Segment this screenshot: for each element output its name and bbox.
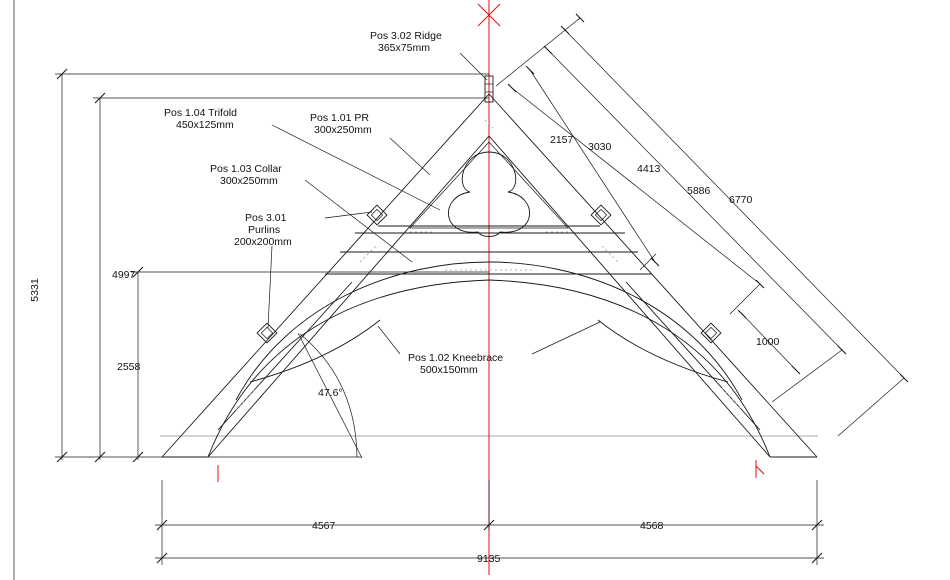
svg-text:300x250mm: 300x250mm — [220, 175, 278, 187]
dim-4413: 4413 — [637, 163, 661, 175]
label-ridge: Pos 3.02 Ridge 365x75mm — [370, 30, 442, 54]
svg-text:Purlins: Purlins — [248, 224, 280, 236]
dim-5331: 5331 — [29, 278, 41, 302]
dim-4997: 4997 — [112, 269, 136, 281]
angle-marker — [162, 332, 363, 459]
ridge-piece — [484, 75, 494, 103]
label-collar: Pos 1.03 Collar 300x250mm — [210, 163, 282, 187]
left-dimensions — [55, 68, 489, 463]
svg-text:Pos 3.01: Pos 3.01 — [245, 212, 287, 224]
label-trifold: Pos 1.04 Trifold 450x125mm — [164, 107, 237, 131]
bottom-dimensions — [155, 480, 824, 565]
dim-4568: 4568 — [640, 520, 664, 532]
centerline — [477, 0, 501, 575]
rafter-dimensions — [495, 13, 909, 437]
dim-4567: 4567 — [312, 520, 336, 532]
svg-text:200x200mm: 200x200mm — [234, 236, 292, 248]
dim-2558: 2558 — [117, 361, 141, 373]
dim-1000: 1000 — [756, 336, 780, 348]
dim-3030: 3030 — [588, 141, 612, 153]
purlin-lower-right — [700, 322, 722, 344]
dim-9135: 9135 — [477, 553, 501, 565]
svg-text:500x150mm: 500x150mm — [420, 364, 478, 376]
svg-text:Pos 1.04 Trifold: Pos 1.04 Trifold — [164, 107, 237, 119]
purlin-lower-left — [256, 322, 278, 344]
purlin-upper-right — [590, 204, 612, 226]
purlins — [256, 204, 722, 344]
svg-text:450x125mm: 450x125mm — [176, 119, 234, 131]
section-markers — [217, 460, 765, 482]
dim-6770: 6770 — [729, 194, 753, 206]
label-purlins: Pos 3.01 Purlins 200x200mm — [234, 212, 292, 248]
svg-text:Pos 1.02 Kneebrace: Pos 1.02 Kneebrace — [408, 352, 503, 364]
label-principal-rafter: Pos 1.01 PR 300x250mm — [310, 112, 372, 136]
svg-text:300x250mm: 300x250mm — [314, 124, 372, 136]
trifold-panel — [409, 141, 569, 237]
collar-beam — [325, 225, 652, 275]
angle-label: 47.6° — [318, 387, 343, 399]
dim-5886: 5886 — [687, 185, 711, 197]
label-kneebrace: Pos 1.02 Kneebrace 500x150mm — [408, 352, 503, 376]
joint-pegs — [235, 119, 743, 411]
purlin-upper-left — [366, 204, 388, 226]
svg-text:Pos 1.03 Collar: Pos 1.03 Collar — [210, 163, 282, 175]
kneebrace-arch — [207, 261, 771, 458]
svg-text:Pos 3.02 Ridge: Pos 3.02 Ridge — [370, 30, 442, 42]
dim-2157: 2157 — [550, 134, 574, 146]
leader-lines — [267, 52, 601, 355]
svg-text:365x75mm: 365x75mm — [378, 42, 430, 54]
svg-text:Pos 1.01 PR: Pos 1.01 PR — [310, 112, 369, 124]
